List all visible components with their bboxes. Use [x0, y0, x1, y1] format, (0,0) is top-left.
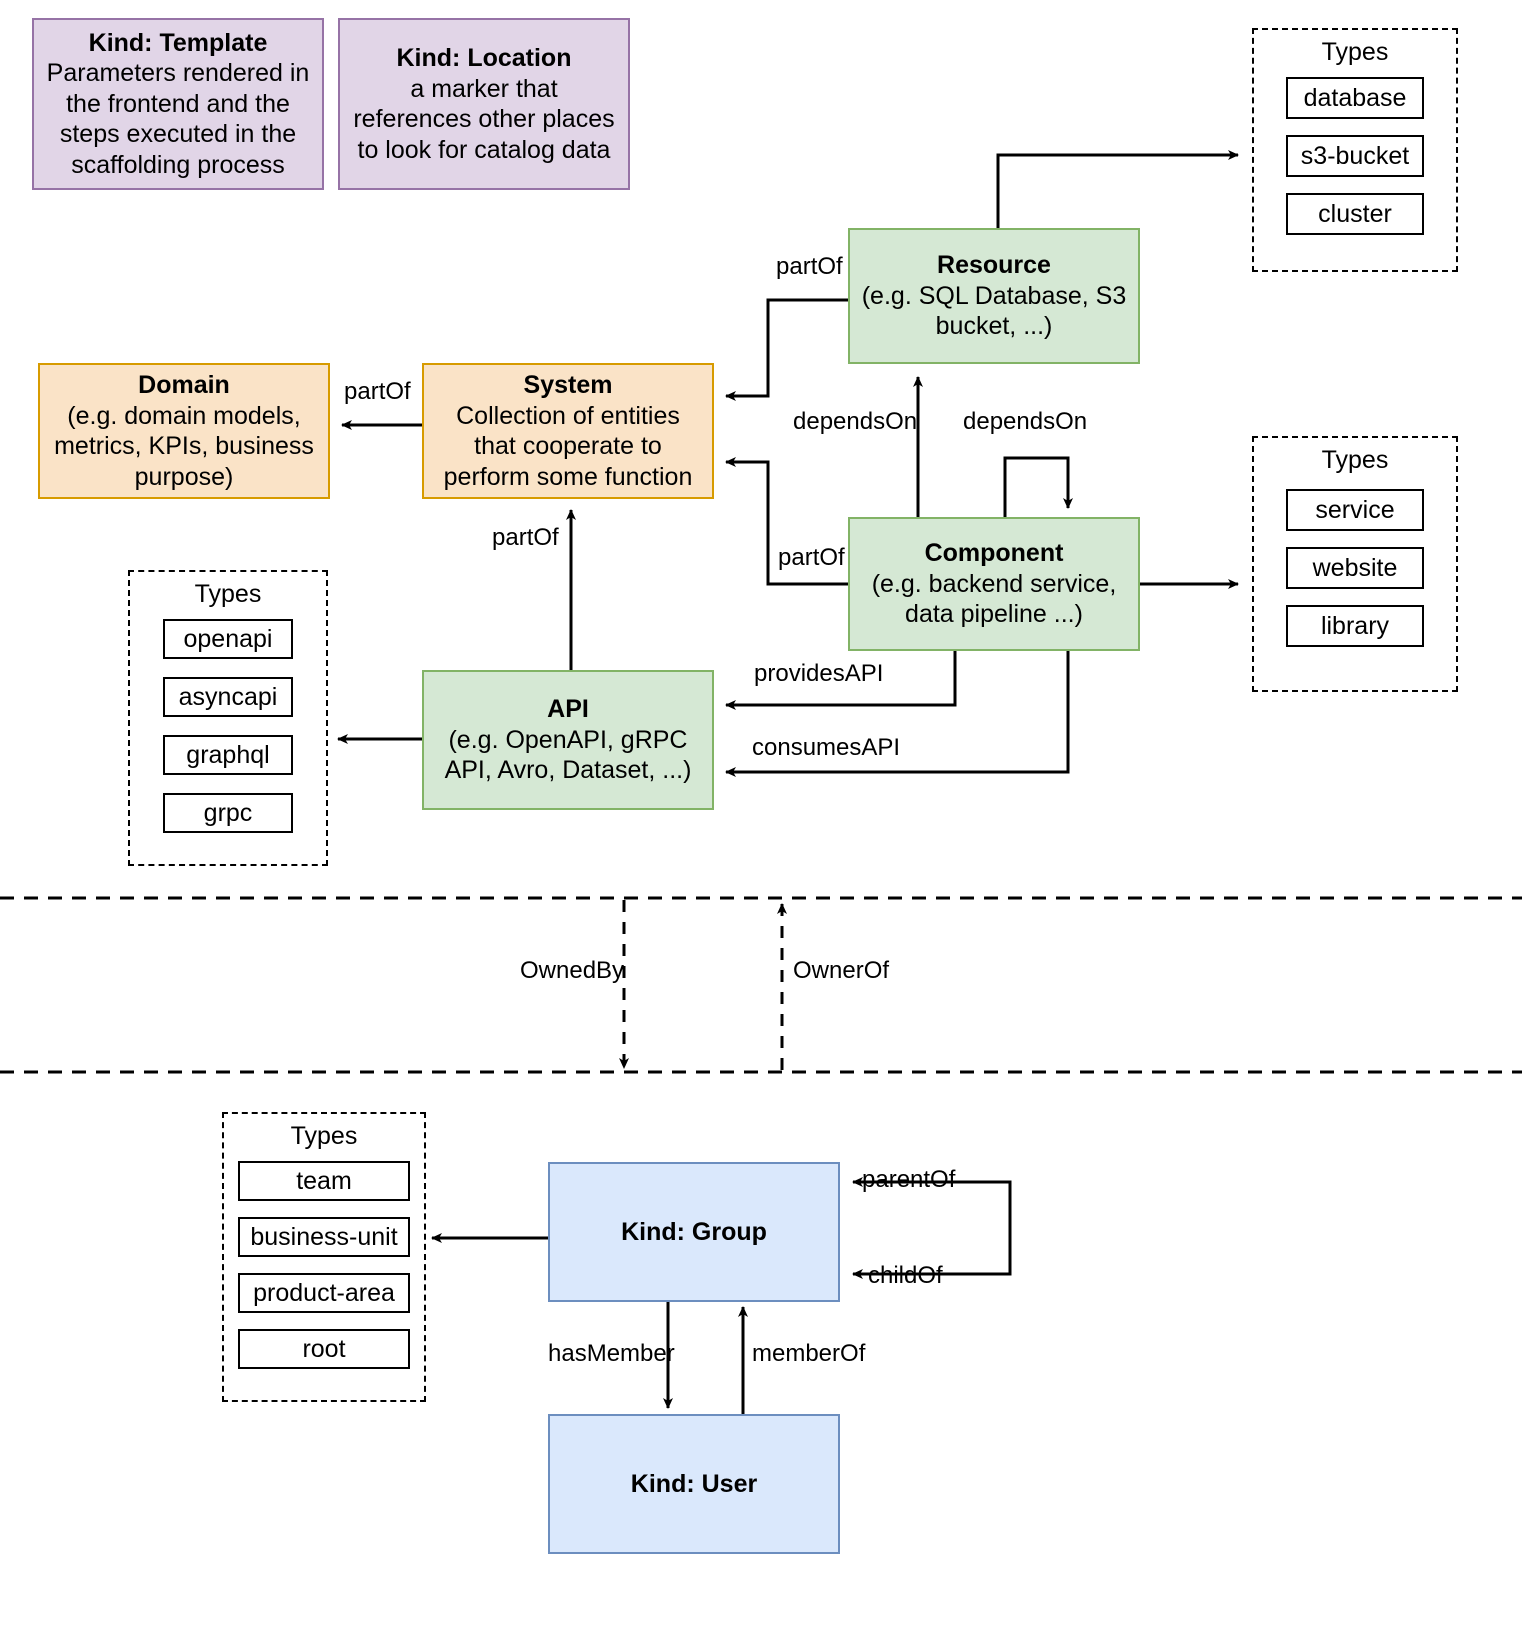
edge-label-component-partof-system: partOf: [778, 544, 845, 571]
node-group[interactable]: Kind: Group: [548, 1162, 840, 1302]
edge-label-component-providesapi: providesAPI: [754, 660, 884, 687]
edge-label-system-partof-domain: partOf: [344, 378, 411, 405]
node-resource-desc: (e.g. SQL Database, S3 bucket, ...): [861, 281, 1127, 341]
node-user[interactable]: Kind: User: [548, 1414, 840, 1554]
edge-resource-partof-system: [725, 298, 848, 401]
type-chip-website[interactable]: website: [1286, 547, 1424, 589]
edge-label-ownerof: OwnerOf: [793, 957, 890, 984]
types-label-component: Types: [1321, 446, 1389, 474]
node-component-desc: (e.g. backend service, data pipeline ...…: [871, 569, 1117, 629]
type-chip-business-unit[interactable]: business-unit: [238, 1217, 410, 1257]
type-chip-asyncapi[interactable]: asyncapi: [163, 677, 293, 717]
edge-label-ownedby: OwnedBy: [520, 957, 625, 984]
node-component-title: Component: [924, 539, 1064, 568]
type-chip-product-area[interactable]: product-area: [238, 1273, 410, 1313]
edge-label-component-consumesapi: consumesAPI: [752, 734, 901, 761]
node-domain-desc: (e.g. domain models, metrics, KPIs, busi…: [54, 401, 314, 491]
edge-label-resource-partof-system: partOf: [776, 253, 843, 280]
type-chip-service[interactable]: service: [1286, 489, 1424, 531]
node-location-desc: a marker that references other places to…: [353, 74, 615, 164]
edge-label-user-memberof: memberOf: [752, 1340, 866, 1367]
types-label-group: Types: [290, 1122, 358, 1150]
type-chip-library[interactable]: library: [1286, 605, 1424, 647]
edge-component-dependson-component: [1003, 456, 1073, 518]
node-template[interactable]: Kind: Template Parameters rendered in th…: [32, 18, 324, 190]
node-system-desc: Collection of entities that cooperate to…: [443, 401, 693, 491]
node-system[interactable]: System Collection of entities that coope…: [422, 363, 714, 499]
node-api[interactable]: API (e.g. OpenAPI, gRPC API, Avro, Datas…: [422, 670, 714, 810]
node-domain-title: Domain: [138, 371, 230, 399]
node-location-title: Kind: Location: [396, 44, 572, 72]
types-label-api: Types: [194, 580, 262, 608]
edge-label-group-hasmember: hasMember: [548, 1340, 675, 1367]
edge-group-childof: [852, 1182, 1012, 1279]
types-box-component: Types service website library: [1252, 436, 1458, 692]
type-chip-root[interactable]: root: [238, 1329, 410, 1369]
node-system-title: System: [523, 371, 613, 399]
edge-label-api-partof-system: partOf: [492, 524, 559, 551]
edge-label-group-childof: childOf: [868, 1262, 943, 1289]
edge-resource-types: [996, 150, 1239, 237]
edge-label-component-dependson-resource: dependsOn: [793, 408, 918, 435]
node-component[interactable]: Component (e.g. backend service, data pi…: [848, 517, 1140, 651]
node-domain[interactable]: Domain (e.g. domain models, metrics, KPI…: [38, 363, 330, 499]
type-chip-team[interactable]: team: [238, 1161, 410, 1201]
node-user-title: Kind: User: [630, 1469, 758, 1498]
types-box-api: Types openapi asyncapi graphql grpc: [128, 570, 328, 866]
node-api-desc: (e.g. OpenAPI, gRPC API, Avro, Dataset, …: [444, 725, 692, 785]
edge-label-component-dependson-component: dependsOn: [963, 408, 1088, 435]
node-location[interactable]: Kind: Location a marker that references …: [338, 18, 630, 190]
type-chip-database[interactable]: database: [1286, 77, 1424, 119]
node-resource-title: Resource: [937, 251, 1051, 280]
types-label-resource: Types: [1321, 38, 1389, 66]
type-chip-graphql[interactable]: graphql: [163, 735, 293, 775]
types-box-group: Types team business-unit product-area ro…: [222, 1112, 426, 1402]
type-chip-s3-bucket[interactable]: s3-bucket: [1286, 135, 1424, 177]
node-api-title: API: [547, 695, 589, 724]
node-template-desc: Parameters rendered in the frontend and …: [46, 59, 310, 179]
node-resource[interactable]: Resource (e.g. SQL Database, S3 bucket, …: [848, 228, 1140, 364]
type-chip-grpc[interactable]: grpc: [163, 793, 293, 833]
type-chip-openapi[interactable]: openapi: [163, 619, 293, 659]
edge-label-group-parentof: parentOf: [862, 1166, 956, 1193]
types-box-resource: Types database s3-bucket cluster: [1252, 28, 1458, 272]
node-group-title: Kind: Group: [621, 1217, 767, 1246]
node-template-title: Kind: Template: [88, 28, 268, 57]
type-chip-cluster[interactable]: cluster: [1286, 193, 1424, 235]
